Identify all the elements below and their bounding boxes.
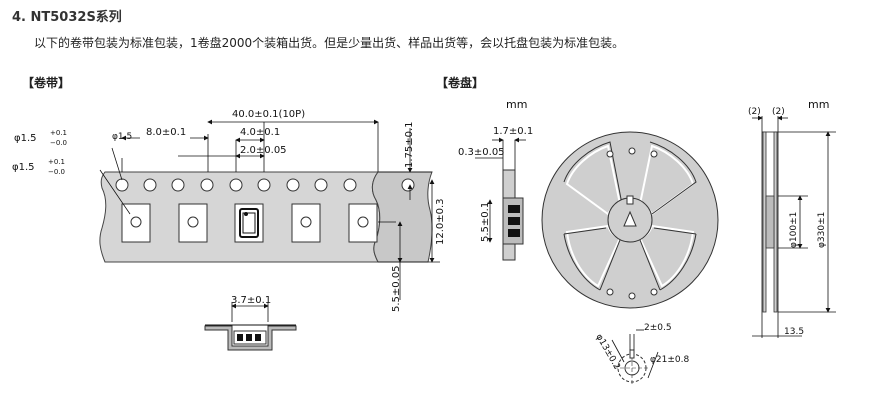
reel-hub-detail: 2±0.5 φ13±0.2 φ21±0.8: [593, 323, 690, 386]
hole-dia-2-tol-minus: −0.0: [48, 168, 65, 176]
pocket-depth: 3.7±0.1: [231, 295, 271, 306]
center-offset: 5.5±0.05: [391, 265, 402, 312]
hub-slot: 2±0.5: [644, 323, 672, 333]
hole-dia-1-main: φ1.5: [14, 133, 37, 144]
flange-left: (2): [748, 107, 761, 117]
hole-dia-1-tol-minus: −0.0: [50, 139, 67, 147]
tape-cross-section: 3.7±0.1: [204, 295, 297, 351]
edge-to-hole: 1.75±0.1: [404, 121, 415, 168]
unit-mm-right: mm: [808, 98, 829, 111]
reel-front-view: [541, 131, 719, 309]
reel-tape-side-view: mm 1.7±0.1 0.3±0.05 5.5±0.1: [458, 98, 533, 261]
hole-dia-1: φ1.5: [112, 132, 132, 142]
outer-hub-dia: φ21±0.8: [650, 355, 690, 365]
reel-thickness: 1.7±0.1: [493, 126, 533, 137]
packing-description: 以下的卷带包装为标准包装，1卷盘2000个装箱出货。但是少量出货、样品出货等，会…: [34, 36, 625, 50]
reel-section-label: 【卷盘】: [436, 76, 485, 90]
hub-dia: φ13±0.2: [593, 333, 621, 372]
pocket-pitch: 8.0±0.1: [146, 127, 186, 138]
hole-dia-1-tol-plus: +0.1: [50, 129, 67, 137]
tape-section-label: 【卷带】: [22, 76, 71, 90]
hub-core: φ100±1: [789, 212, 799, 248]
hole-dia-2-tol-plus: +0.1: [48, 158, 65, 166]
hole-pitch: 4.0±0.1: [240, 127, 280, 138]
reel-pocket: 5.5±0.1: [480, 202, 491, 242]
hole-dia-2-main: φ1.5: [12, 162, 35, 173]
reel-width: 13.5: [784, 327, 804, 337]
unit-mm-left: mm: [506, 98, 527, 111]
pitch-10p: 40.0±0.1(10P): [232, 109, 305, 120]
reel-profile-view: mm (2) (2) φ100±1 φ330±1 13.5: [748, 98, 836, 338]
reel-cover: 0.3±0.05: [458, 147, 505, 158]
carrier-tape: φ1.5 φ1.5 +0.1 −0.0 φ1.5 +0.1 −0.0 8.0±0…: [12, 109, 446, 312]
page-title: 4. NT5032S系列: [12, 10, 122, 25]
tape-width: 12.0±0.3: [435, 198, 446, 245]
hole-to-pocket: 2.0±0.05: [240, 145, 287, 156]
flange-right: (2): [772, 107, 785, 117]
reel-dia: φ330±1: [817, 212, 827, 248]
